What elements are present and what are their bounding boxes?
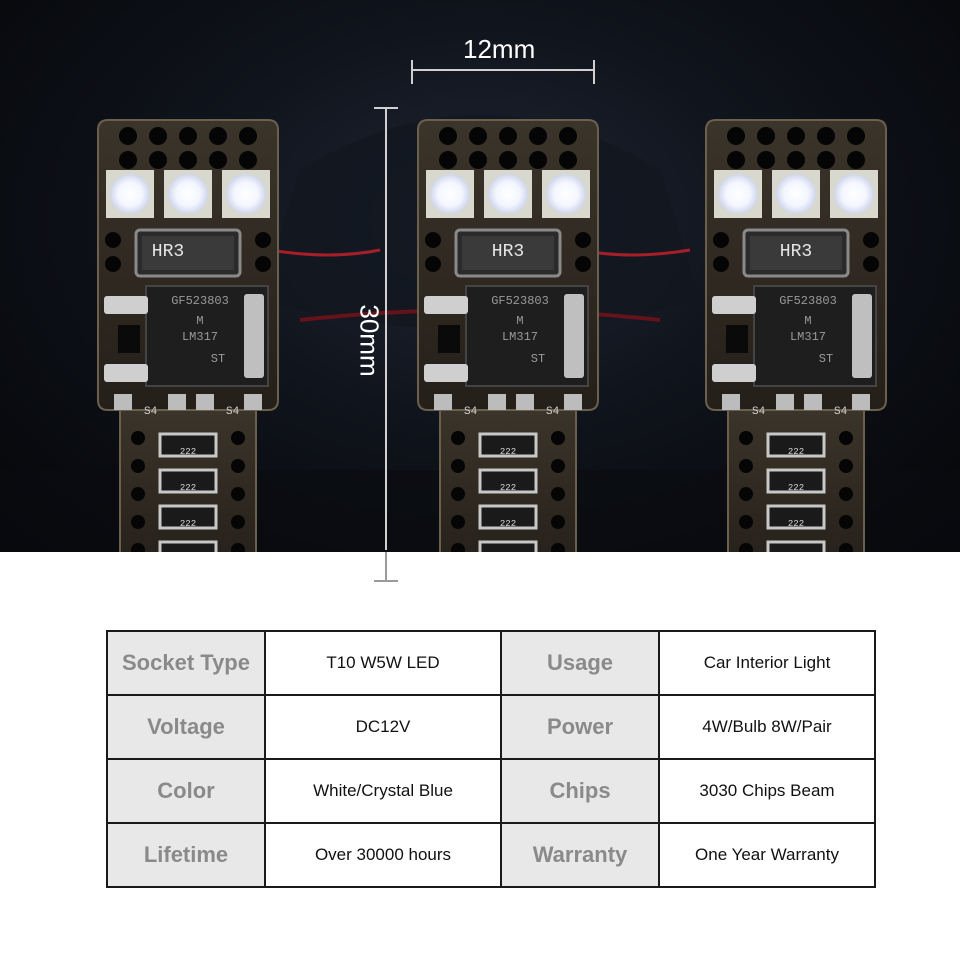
ic-marking: M [516, 314, 523, 328]
small-resistor-marking: 222 [788, 447, 804, 457]
ic-marking: LM317 [182, 330, 218, 344]
spec-value: Over 30000 hours [264, 822, 502, 888]
product-hero-image: HR3 HR3 HR3 GF523803 M LM317 ST GF523803… [0, 0, 960, 552]
spec-key: Lifetime [106, 822, 266, 888]
height-dimension-label: 30mm [354, 304, 385, 377]
width-dimension-label: 12mm [463, 34, 536, 64]
small-resistor-marking: 222 [500, 519, 516, 529]
ic-marking: ST [211, 352, 225, 366]
pad-marking: S4 [752, 406, 766, 418]
resistor-marking: HR3 [152, 242, 184, 262]
pad-marking: S4 [226, 406, 240, 418]
spec-value: One Year Warranty [658, 822, 876, 888]
spec-key: Voltage [106, 694, 266, 760]
spec-value: Car Interior Light [658, 630, 876, 696]
ic-marking: ST [531, 352, 545, 366]
table-row: Color White/Crystal Blue Chips 3030 Chip… [106, 758, 876, 824]
height-dimension-line [374, 107, 398, 550]
ic-marking: GF523803 [779, 294, 837, 308]
pad-marking: S4 [144, 406, 158, 418]
spec-value: T10 W5W LED [264, 630, 502, 696]
spec-key: Color [106, 758, 266, 824]
spec-table: Socket Type T10 W5W LED Usage Car Interi… [106, 630, 876, 888]
small-resistor-marking: 222 [500, 483, 516, 493]
ic-marking: LM317 [790, 330, 826, 344]
pad-marking: S4 [834, 406, 848, 418]
pad-marking: S4 [546, 406, 560, 418]
resistor-marking: HR3 [492, 242, 524, 262]
height-dimension-line-lower [374, 552, 398, 582]
small-resistor-marking: 222 [788, 483, 804, 493]
small-resistor-marking: 222 [500, 447, 516, 457]
ic-marking: ST [819, 352, 833, 366]
spec-key: Chips [500, 758, 660, 824]
resistor-marking: HR3 [780, 242, 812, 262]
ic-marking: LM317 [502, 330, 538, 344]
spec-key: Socket Type [106, 630, 266, 696]
ic-marking: GF523803 [171, 294, 229, 308]
small-resistor-marking: 222 [180, 447, 196, 457]
width-dimension-line [411, 60, 595, 84]
ic-marking: M [196, 314, 203, 328]
small-resistor-marking: 222 [180, 519, 196, 529]
spec-value: DC12V [264, 694, 502, 760]
spec-key: Usage [500, 630, 660, 696]
hero-illustration: HR3 HR3 HR3 GF523803 M LM317 ST GF523803… [0, 60, 960, 552]
ic-marking: GF523803 [491, 294, 549, 308]
table-row: Lifetime Over 30000 hours Warranty One Y… [106, 822, 876, 888]
small-resistor-marking: 222 [180, 483, 196, 493]
ic-marking: M [804, 314, 811, 328]
spec-value: 3030 Chips Beam [658, 758, 876, 824]
table-row: Voltage DC12V Power 4W/Bulb 8W/Pair [106, 694, 876, 760]
spec-key: Power [500, 694, 660, 760]
pad-marking: S4 [464, 406, 478, 418]
spec-key: Warranty [500, 822, 660, 888]
spec-value: White/Crystal Blue [264, 758, 502, 824]
small-resistor-marking: 222 [788, 519, 804, 529]
table-row: Socket Type T10 W5W LED Usage Car Interi… [106, 630, 876, 696]
spec-value: 4W/Bulb 8W/Pair [658, 694, 876, 760]
